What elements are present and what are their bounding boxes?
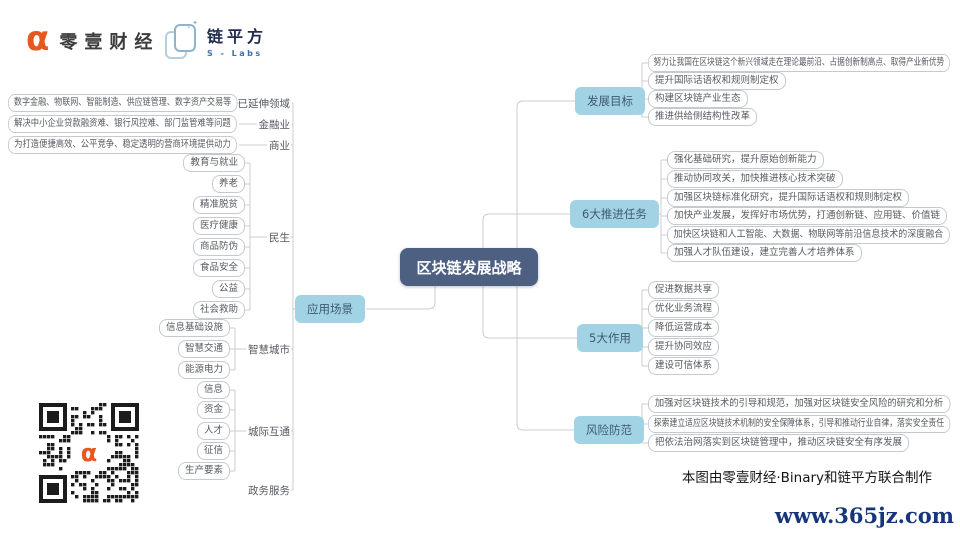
group-label: 民生 (269, 231, 290, 244)
root-topic: 区块链发展战略 (400, 248, 538, 286)
leaf-topic: 商品防伪 (192, 238, 245, 256)
leaf-topic: 推进供给侧结构性改革 (648, 108, 758, 126)
brand-chainsquare: ✦✦ 链平方 S - Labs (164, 19, 268, 60)
leaf-topic: 加强区块链标准化研究，提升国际话语权和规则制定权 (667, 189, 910, 207)
leaf-topic: 优化业务流程 (648, 300, 720, 318)
leaf-topic: 加快产业发展，发挥好市场优势，打通创新链、应用链、价值链 (667, 207, 948, 225)
branch-topic-applications: 应用场景 (295, 295, 365, 323)
leaf-topic: 探索建立适应区块链技术机制的安全保障体系，引导和推动行业自律，落实安全责任 (648, 415, 950, 433)
group-label: 智慧城市 (248, 343, 290, 356)
group-label: 商业 (269, 139, 290, 152)
leaf-topic: 食品安全 (192, 259, 245, 277)
leaf-topic: 教育与就业 (183, 154, 245, 172)
leaf-topic: 能源电力 (177, 361, 230, 379)
leaf-topic: 推动协同攻关，加快推进核心技术突破 (667, 170, 843, 188)
branch-topic: 风险防范 (574, 416, 644, 444)
branch-topic: 5大作用 (577, 324, 643, 352)
leaf-topic: 把依法治网落实到区块链管理中，推动区块链安全有序发展 (648, 434, 910, 452)
leaf-topic: 征信 (196, 442, 230, 460)
alpha-logo-icon: α (26, 19, 50, 59)
leaf-topic: 信息 (196, 381, 230, 399)
leaf-topic: 加快区块链和人工智能、大数据、物联网等前沿信息技术的深度融合 (667, 226, 950, 244)
leaf-topic: 医疗健康 (192, 217, 245, 235)
svg-text:α: α (81, 439, 98, 467)
credit-text: 本图由零壹财经·Binary和链平方联合制作 (681, 470, 932, 486)
group-label: 已延伸领域 (237, 97, 291, 110)
qr-code: α (36, 400, 142, 510)
leaf-topic: 数字金融、物联网、智能制造、供应链管理、数字资产交易等 (8, 94, 238, 112)
group-label: 金融业 (258, 118, 291, 131)
leaf-topic: 促进数据共享 (648, 281, 720, 299)
branch-topic: 6大推进任务 (570, 200, 659, 228)
leaf-topic: 强化基础研究，提升原始创新能力 (667, 151, 824, 169)
brand-chainsquare-name: 链平方 (207, 26, 268, 46)
leaf-topic: 精准脱贫 (192, 196, 245, 214)
leaf-topic: 资金 (196, 401, 230, 419)
leaf-topic: 降低运营成本 (648, 319, 720, 337)
brand-01caijing: α 零壹财经 (26, 19, 160, 59)
chainsquare-logo-icon: ✦✦ (164, 19, 198, 60)
leaf-topic: 努力让我国在区块链这个新兴领域走在理论最前沿、占据创新制高点、取得产业新优势 (648, 54, 950, 72)
leaf-topic: 解决中小企业贷款融资难、银行风控难、部门监管难等问题 (8, 115, 237, 133)
leaf-topic: 人才 (196, 422, 230, 440)
leaf-topic: 智慧交通 (177, 340, 230, 358)
leaf-topic: 社会救助 (192, 301, 245, 319)
group-label: 城际互通 (248, 425, 290, 438)
leaf-topic: 养老 (211, 175, 245, 193)
group-label: 政务服务 (248, 484, 290, 497)
leaf-topic: 建设可信体系 (648, 357, 720, 375)
leaf-topic: 加强对区块链技术的引导和规范，加强对区块链安全风险的研究和分析 (648, 395, 951, 413)
leaf-topic: 提升国际话语权和规则制定权 (648, 72, 786, 90)
leaf-topic: 加强人才队伍建设，建立完善人才培养体系 (667, 244, 862, 262)
leaf-topic: 提升协同效应 (648, 338, 720, 356)
leaf-topic: 构建区块链产业生态 (648, 90, 748, 108)
leaf-topic: 信息基础设施 (158, 319, 230, 337)
leaf-topic: 公益 (211, 280, 245, 298)
brand-chainsquare-sublabel: S - Labs (207, 48, 263, 58)
brand-01caijing-name: 零壹财经 (59, 32, 160, 53)
branch-topic: 发展目标 (575, 87, 645, 115)
leaf-topic: 生产要素 (177, 462, 230, 480)
watermark-link[interactable]: www.365jz.com (774, 503, 954, 528)
leaf-topic: 为打造便捷高效、公平竞争、稳定透明的营商环境提供动力 (8, 136, 237, 154)
